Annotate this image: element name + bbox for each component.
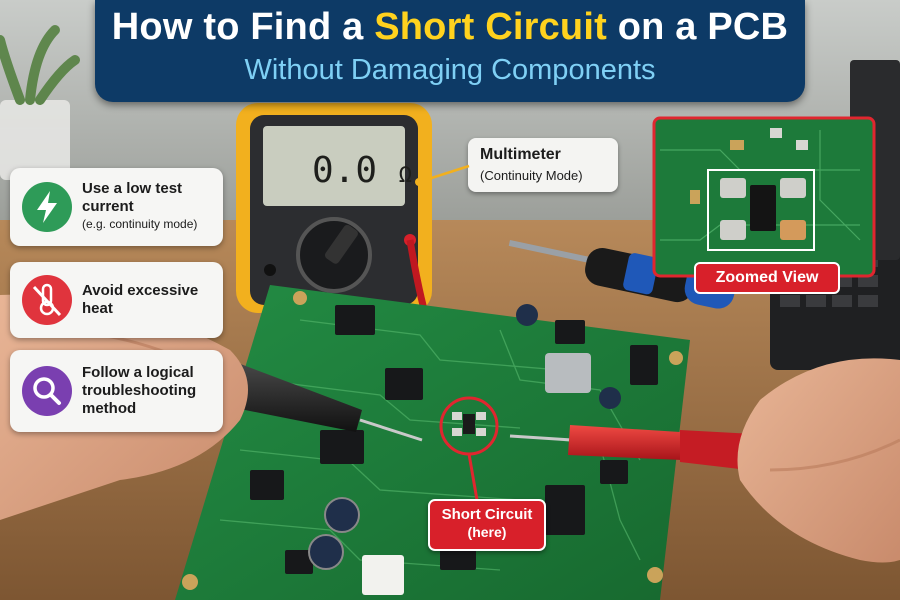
title-banner: How to Find a Short Circuit on a PCB Wit… bbox=[95, 0, 805, 102]
page-subtitle: Without Damaging Components bbox=[244, 54, 656, 86]
tip-card-logical-method: Follow a logical troubleshooting method bbox=[10, 350, 223, 432]
zoomed-view-label: Zoomed View bbox=[694, 262, 840, 294]
multimeter-reading: 0.0 bbox=[312, 150, 378, 191]
multimeter-unit: Ω bbox=[398, 163, 412, 188]
no-heat-thermometer-icon bbox=[22, 275, 72, 325]
short-circuit-label-line2: (here) bbox=[467, 524, 507, 540]
zoom-inset bbox=[652, 116, 876, 278]
multimeter-display: 0.0 Ω bbox=[312, 150, 412, 191]
multimeter-callout: Multimeter (Continuity Mode) bbox=[468, 138, 618, 192]
right-hand bbox=[737, 358, 900, 563]
multimeter-callout-title: Multimeter bbox=[480, 146, 561, 163]
tip-main-text: Avoid excessive heat bbox=[82, 282, 199, 317]
title-highlight: Short Circuit bbox=[374, 6, 607, 48]
pcb-capacitors bbox=[308, 304, 621, 570]
short-circuit-pointer bbox=[467, 453, 479, 501]
tip-main-text: Follow a logical troubleshooting method bbox=[82, 364, 197, 417]
page-title: How to Find a Short Circuit on a PCB bbox=[95, 6, 805, 49]
multimeter-callout-pointer bbox=[415, 164, 470, 186]
lightning-icon bbox=[22, 182, 72, 232]
magnifier-icon bbox=[22, 366, 72, 416]
title-part2: on a PCB bbox=[606, 6, 789, 48]
pcb-connector bbox=[362, 555, 404, 595]
tip-card-low-current: Use a low test current (e.g. continuity … bbox=[10, 168, 223, 246]
multimeter bbox=[236, 103, 432, 313]
multimeter-callout-subtitle: (Continuity Mode) bbox=[480, 168, 583, 183]
pcb-inductor bbox=[545, 353, 591, 393]
potted-plant bbox=[0, 25, 80, 180]
title-part1: How to Find a bbox=[111, 6, 375, 48]
short-component bbox=[452, 412, 486, 436]
short-circuit-label: Short Circuit (here) bbox=[428, 499, 546, 551]
short-circuit-label-line1: Short Circuit bbox=[441, 506, 533, 523]
tip-sub-text: (e.g. continuity mode) bbox=[82, 217, 198, 231]
tip-card-avoid-heat: Avoid excessive heat bbox=[10, 262, 223, 338]
tip-main-text: Use a low test current bbox=[82, 180, 183, 215]
pcb-mount-holes bbox=[182, 291, 683, 590]
